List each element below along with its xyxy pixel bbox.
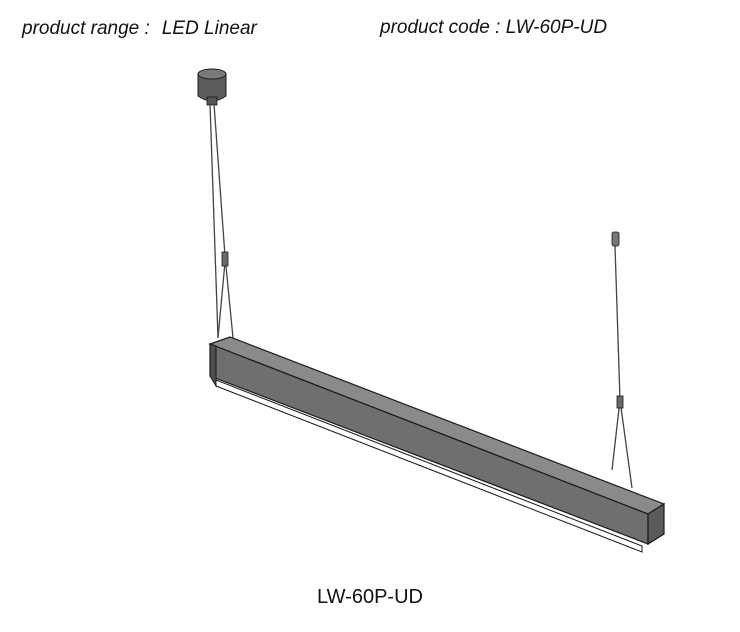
right-ceiling-anchor (611, 231, 624, 409)
linear-luminaire-body (208, 336, 666, 553)
ceiling-canopy (197, 68, 227, 106)
product-range: product range : LED Linear (22, 18, 257, 40)
product-code-value: LW-60P-UD (505, 17, 608, 38)
left-cable-gripper (221, 251, 229, 267)
product-code-label: product code : (380, 17, 501, 38)
product-range-value: LED Linear (161, 18, 257, 39)
right-suspension-cables (611, 245, 633, 489)
product-range-label: product range : (22, 18, 150, 39)
left-suspension-cables (209, 103, 234, 339)
product-code: product code : LW-60P-UD (380, 17, 607, 39)
model-caption: LW-60P-UD (317, 586, 423, 608)
